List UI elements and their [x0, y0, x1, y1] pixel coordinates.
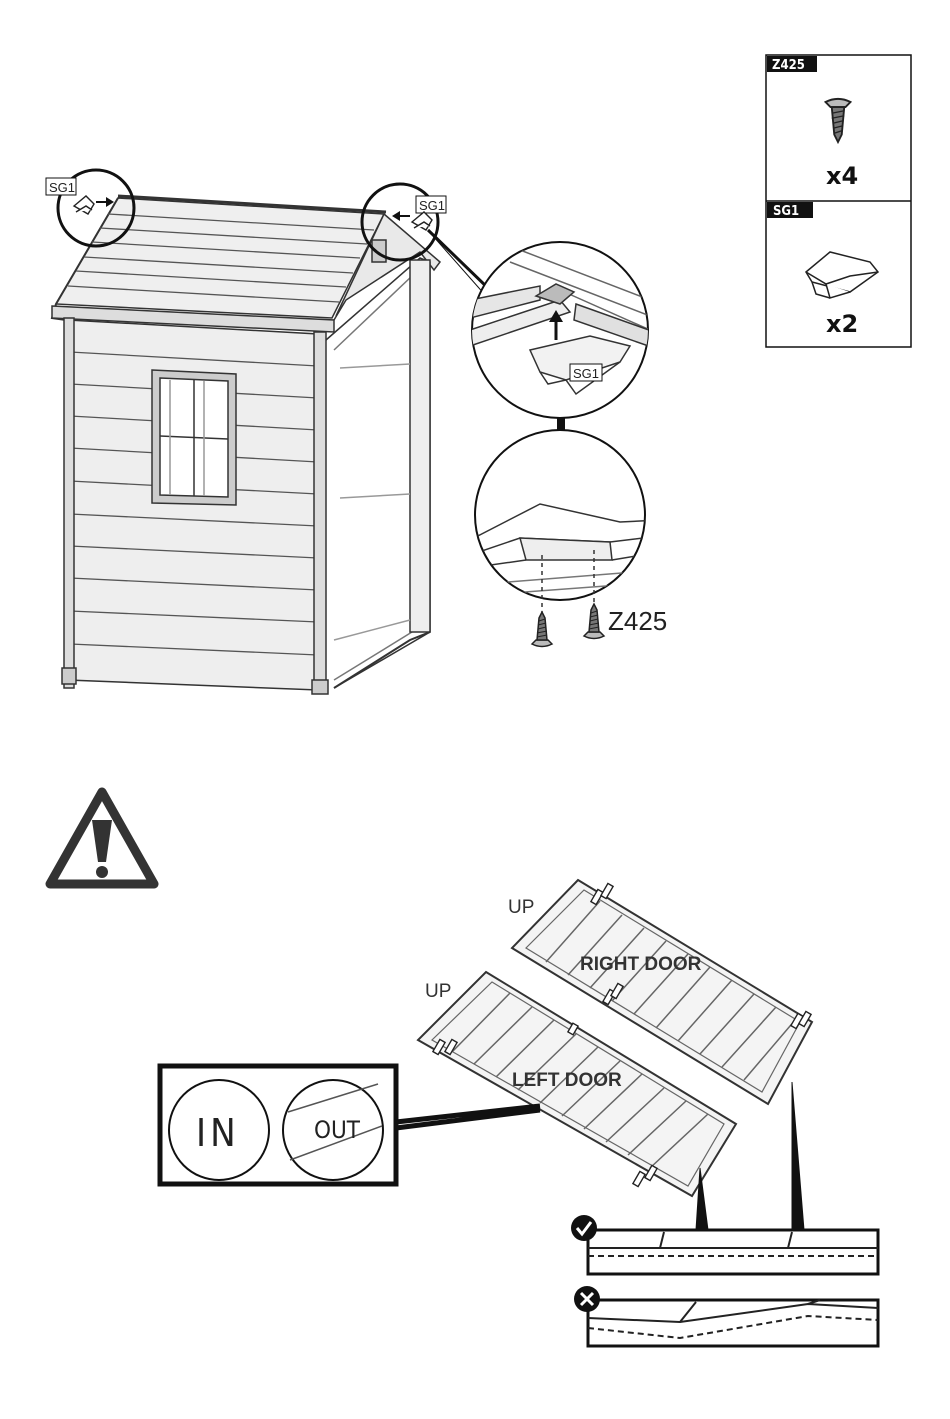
corner-post — [314, 332, 326, 690]
up-label: UP — [508, 897, 534, 918]
shed-illustration — [52, 196, 440, 694]
left-door-label: LEFT DOOR — [512, 1070, 622, 1091]
z425-label: Z425 — [608, 606, 667, 636]
check-icon — [571, 1215, 597, 1241]
right-door-label: RIGHT DOOR — [580, 954, 702, 975]
part-quantity: x4 — [826, 162, 858, 190]
part-quantity: x2 — [826, 310, 858, 338]
sg1-detail-zoom: SG1 — [470, 242, 660, 418]
parts-legend: Z425 x4 SG1 x2 — [766, 55, 911, 347]
gable-cap-icon — [412, 212, 432, 230]
screw-icon — [584, 604, 604, 639]
part-code-label: Z425 — [772, 58, 805, 73]
warning-exclamation-icon — [50, 792, 154, 884]
screw-icon — [532, 612, 552, 647]
correct-alignment-panel — [571, 1215, 878, 1274]
wrong-alignment-panel — [574, 1286, 878, 1346]
in-out-orientation-box: IN OUT — [160, 1066, 540, 1184]
sg1-label: SG1 — [49, 180, 75, 195]
window — [152, 370, 236, 505]
up-label: UP — [425, 981, 451, 1002]
gable-cap-icon — [74, 196, 94, 214]
out-label: OUT — [314, 1116, 361, 1144]
sg1-label: SG1 — [419, 198, 445, 213]
part-code-label: SG1 — [773, 204, 799, 219]
corner-post — [64, 318, 74, 688]
cross-icon — [574, 1286, 600, 1312]
z425-detail-zoom: Z425 — [470, 430, 667, 647]
in-label: IN — [196, 1111, 240, 1155]
sg1-label: SG1 — [573, 366, 599, 381]
